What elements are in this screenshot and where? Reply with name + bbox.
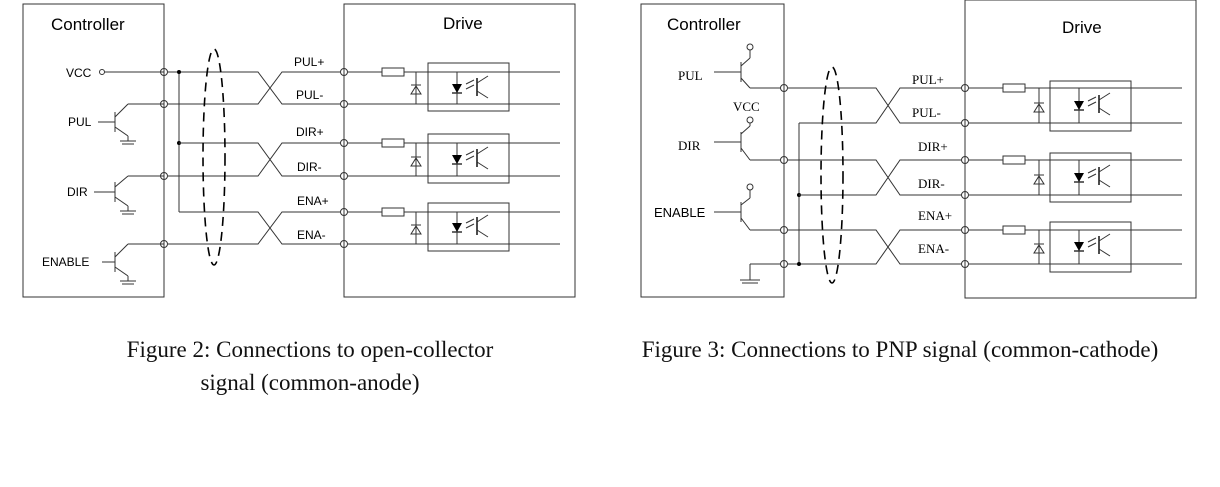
drive-box: [343, 3, 576, 298]
figure-3-diagram: Controller Drive PUL VCC DIR ENABLE: [640, 0, 1197, 299]
signal-label-pul: PUL: [678, 68, 703, 83]
signal-label-vcc: VCC: [66, 66, 92, 80]
terminal-label-pul-plus: PUL+: [294, 55, 324, 69]
cable-shield: [820, 66, 844, 284]
optocoupler-input: [348, 202, 560, 252]
optocoupler-input: [348, 133, 560, 184]
controller-title: Controller: [51, 15, 125, 34]
signal-label-pul: PUL: [68, 115, 92, 129]
transistor-symbol: [94, 175, 164, 215]
terminal-label-dir-minus: DIR-: [918, 176, 945, 191]
figure-3-caption-line1: Figure 3: Connections to PNP signal (com…: [641, 337, 1159, 362]
optocoupler-input: [969, 221, 1182, 273]
terminal-label-ena-plus: ENA+: [918, 208, 952, 223]
terminal-label-pul-minus: PUL-: [912, 105, 941, 120]
terminal-label-ena-plus: ENA+: [297, 194, 329, 208]
cable-shield: [202, 48, 226, 266]
terminal-label-dir-plus: DIR+: [296, 125, 324, 139]
drive-title: Drive: [443, 14, 483, 33]
terminal-label-ena-minus: ENA-: [918, 241, 949, 256]
signal-label-dir: DIR: [67, 185, 88, 199]
figure-2-caption-line2: signal (common-anode): [200, 370, 420, 395]
figure-3-caption: Figure 3: Connections to PNP signal (com…: [610, 333, 1190, 366]
optocoupler-input: [348, 62, 560, 112]
terminal-label-dir-minus: DIR-: [297, 160, 322, 174]
drive-box: [964, 0, 1197, 299]
controller-title: Controller: [667, 15, 741, 34]
terminal-label-pul-plus: PUL+: [912, 72, 944, 87]
terminal-label-pul-minus: PUL-: [296, 88, 323, 102]
transistor-symbol: [714, 43, 781, 89]
signal-label-vcc: VCC: [733, 99, 760, 114]
wiring-diagrams: Controller Drive VCC PUL DIR ENABLE: [22, 0, 1197, 299]
drive-title: Drive: [1062, 18, 1102, 37]
figure-2-caption: Figure 2: Connections to open-collector …: [100, 333, 520, 399]
controller-box: [640, 3, 785, 298]
figure-2-diagram: Controller Drive VCC PUL DIR ENABLE: [22, 3, 576, 298]
signal-label-enable: ENABLE: [42, 255, 89, 269]
transistor-symbol: [98, 103, 164, 145]
signal-label-dir: DIR: [678, 138, 701, 153]
signal-label-enable: ENABLE: [654, 205, 706, 220]
figure-2-caption-line1: Figure 2: Connections to open-collector: [126, 337, 494, 362]
optocoupler-input: [969, 152, 1182, 203]
optocoupler-input: [969, 80, 1182, 132]
transistor-symbol: [714, 125, 781, 161]
terminal-label-dir-plus: DIR+: [918, 139, 948, 154]
transistor-symbol: [714, 183, 781, 231]
controller-box: [22, 3, 165, 298]
transistor-symbol: [102, 243, 164, 285]
terminal-label-ena-minus: ENA-: [297, 228, 326, 242]
